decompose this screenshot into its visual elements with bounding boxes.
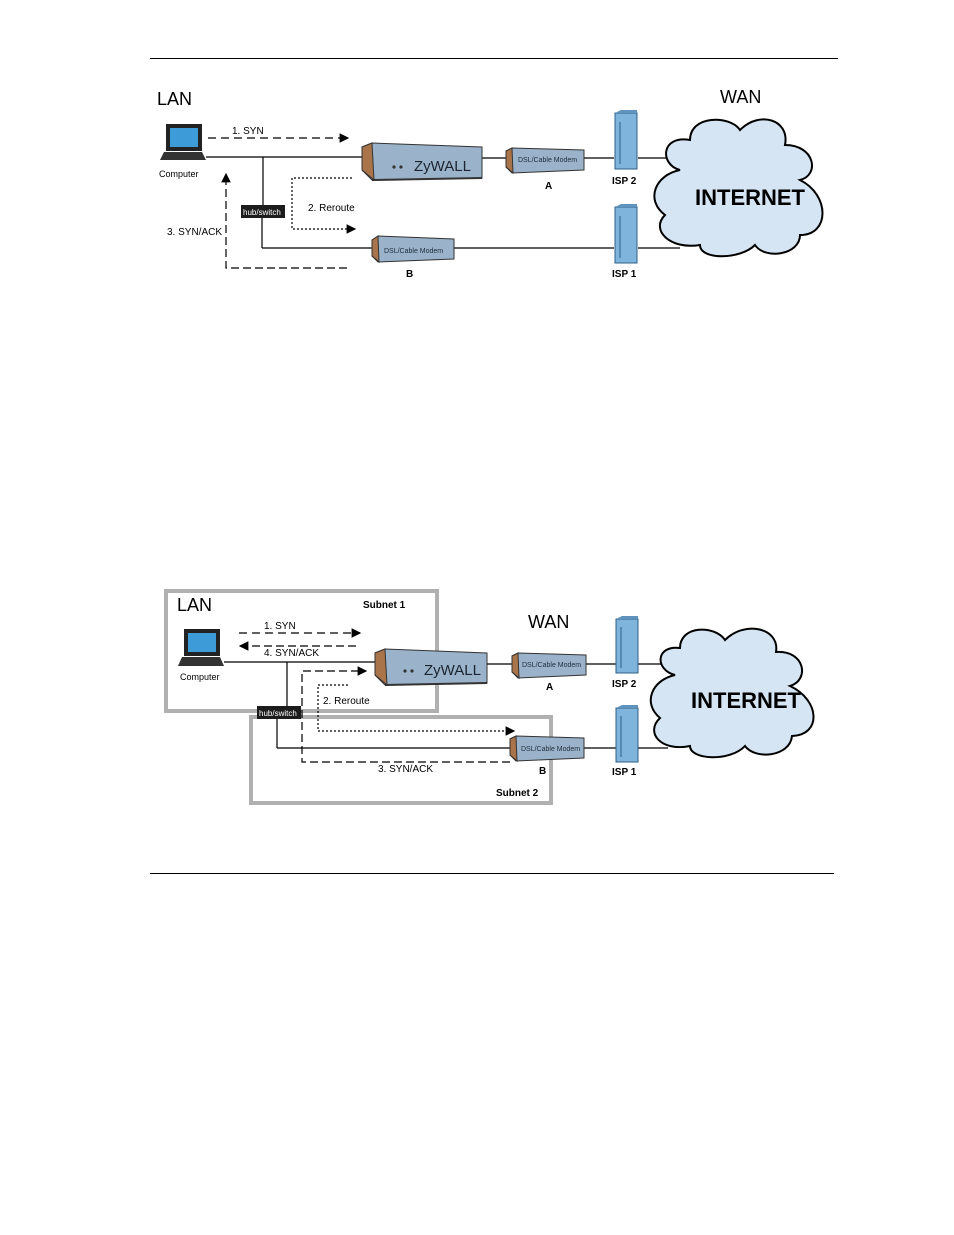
flow-arrows	[239, 633, 514, 762]
hub-switch-icon: hub/switch	[241, 205, 285, 218]
step-syn-label: 1. SYN	[264, 621, 296, 632]
modem-a-icon: DSL/Cable Modem	[506, 148, 584, 173]
hub-switch-icon: hub/switch	[257, 706, 301, 719]
subnet2-label: Subnet 2	[496, 788, 539, 799]
wan-label: WAN	[528, 612, 569, 632]
isp1-label: ISP 1	[612, 269, 637, 280]
bottom-rule	[150, 873, 834, 874]
modem-b-icon: DSL/Cable Modem	[510, 736, 584, 761]
modem-b-text: DSL/Cable Modem	[521, 746, 580, 753]
hub-label: hub/switch	[259, 709, 297, 718]
computer-label: Computer	[159, 169, 199, 179]
step-synack-return-label: 4. SYN/ACK	[264, 648, 319, 659]
hub-label: hub/switch	[243, 208, 281, 217]
modem-b-label: B	[406, 269, 413, 280]
isp2-server-icon	[615, 110, 637, 169]
isp2-label: ISP 2	[612, 176, 637, 187]
isp2-label: ISP 2	[612, 679, 637, 690]
computer-icon	[178, 629, 224, 666]
wan-label: WAN	[720, 87, 761, 107]
computer-label: Computer	[180, 672, 220, 682]
zywall-label: ZyWALL	[414, 158, 471, 175]
subnet2-box	[251, 717, 551, 803]
isp1-label: ISP 1	[612, 767, 637, 778]
lan-label: LAN	[157, 89, 192, 109]
modem-b-label: B	[539, 766, 546, 777]
modem-b-icon: DSL/Cable Modem	[372, 236, 454, 262]
lan-label: LAN	[177, 595, 212, 615]
isp1-server-icon	[616, 705, 638, 762]
diagram-single-subnet: LAN WAN Computer hub/switch 1. SYN 2. Re…	[0, 0, 954, 300]
zywall-device-icon: ZyWALL	[362, 143, 482, 180]
step-syn-label: 1. SYN	[232, 126, 264, 137]
internet-label: INTERNET	[695, 185, 806, 210]
computer-icon	[160, 124, 206, 160]
network-wires	[224, 662, 700, 748]
step-reroute-label: 2. Reroute	[323, 696, 370, 707]
step-synack-label: 3. SYN/ACK	[167, 227, 222, 238]
internet-cloud-icon	[651, 629, 814, 758]
zywall-label: ZyWALL	[424, 662, 481, 679]
step-reroute-label: 2. Reroute	[308, 203, 355, 214]
modem-a-label: A	[546, 682, 553, 693]
modem-a-text: DSL/Cable Modem	[518, 157, 577, 164]
zywall-device-icon: ZyWALL	[375, 649, 487, 685]
modem-b-text: DSL/Cable Modem	[384, 248, 443, 255]
modem-a-icon: DSL/Cable Modem	[512, 653, 586, 678]
step-synack-label: 3. SYN/ACK	[378, 764, 433, 775]
internet-label: INTERNET	[691, 688, 802, 713]
modem-a-label: A	[545, 181, 552, 192]
subnet1-box	[166, 591, 437, 711]
modem-a-text: DSL/Cable Modem	[522, 662, 581, 669]
subnet1-label: Subnet 1	[363, 600, 406, 611]
isp1-server-icon	[615, 204, 637, 263]
isp2-server-icon	[616, 616, 638, 673]
